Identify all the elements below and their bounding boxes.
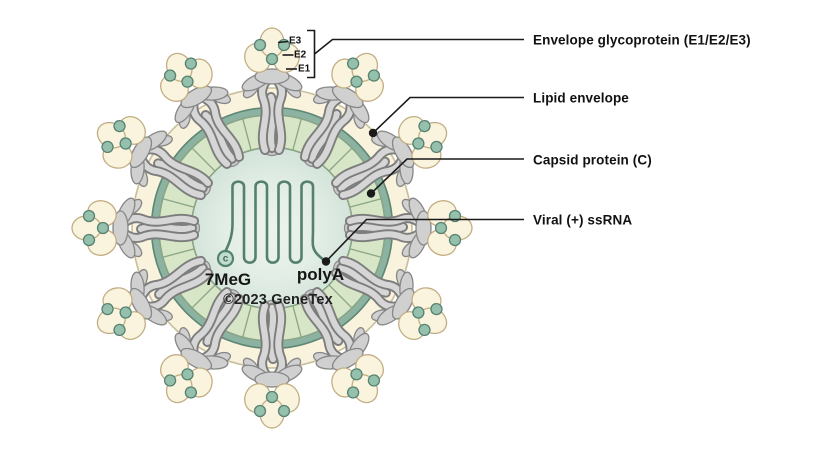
e3-tick (277, 40, 289, 44)
rna-cap-symbol: c (222, 253, 229, 264)
callout-dot-lipid-envelope (368, 128, 378, 138)
spike-sublabel-e3: E3 (289, 35, 302, 47)
callout-line-viral-ssrna (325, 218, 524, 263)
callout-dots (321, 128, 378, 266)
rna-cap-label: 7MeG (204, 269, 252, 289)
callout-label-viral-ssrna: Viral (+) ssRNA (533, 212, 633, 228)
callout-label-lipid-envelope: Lipid envelope (533, 90, 629, 106)
rna-genome-path (224, 180, 327, 264)
callout-line-lipid-envelope (372, 96, 524, 134)
callout-line-envelope-glycoprotein (313, 38, 524, 55)
rna-genome (216, 180, 327, 268)
rna-polya-label: polyA (296, 265, 345, 284)
callout-dot-viral-ssrna (321, 257, 331, 266)
callout-lines (277, 29, 524, 263)
callout-label-capsid-protein: Capsid protein (C) (533, 152, 652, 167)
watermark-text: ©2023 GeneTex (223, 291, 333, 308)
callout-line-capsid-protein (370, 158, 524, 195)
callout-dot-capsid-protein (366, 189, 376, 198)
callout-label-envelope-glycoprotein: Envelope glycoprotein (E1/E2/E3) (533, 32, 751, 48)
spike-sublabel-e1: E1 (298, 63, 311, 75)
spike-sublabel-e2: E2 (294, 49, 307, 61)
